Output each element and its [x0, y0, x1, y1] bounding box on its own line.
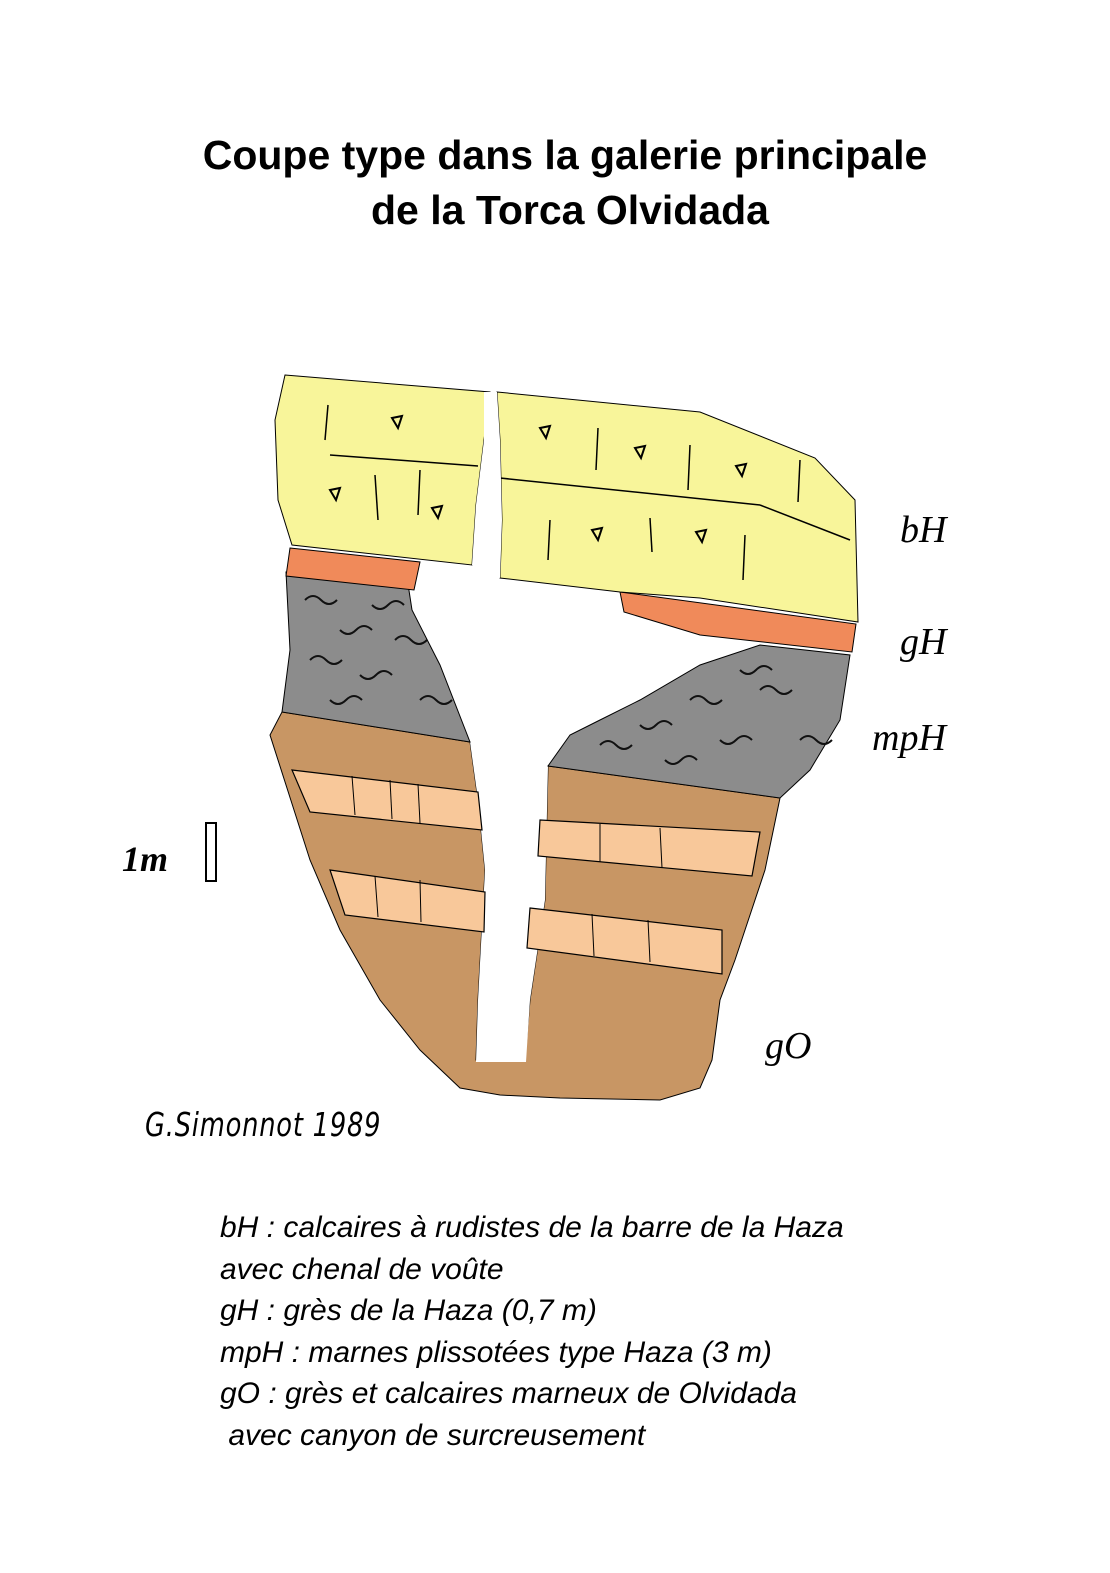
- legend-line: gH : grès de la Haza (0,7 m): [220, 1294, 597, 1327]
- layer-mph-right: [547, 644, 851, 799]
- vault-channel: [472, 392, 502, 578]
- legend-line: gO : grès et calcaires marneux de Olvida…: [220, 1377, 797, 1410]
- right-band-lower: [526, 907, 723, 975]
- diagram-title-line-1: Coupe type dans la galerie principale: [202, 132, 928, 178]
- author-signature: G.Simonnot 1989: [145, 1105, 382, 1144]
- limestone-joints: [324, 404, 851, 581]
- layer-label-gh: gH: [900, 621, 947, 663]
- legend-line: avec canyon de surcreusement: [220, 1418, 646, 1452]
- marl-texture: [304, 595, 833, 765]
- left-band-lower: [329, 869, 486, 933]
- canyon: [470, 742, 548, 1062]
- rudist-symbols: [328, 414, 748, 545]
- band-joints: [351, 775, 663, 963]
- scale-label: 1m: [122, 839, 169, 879]
- legend-line: bH : calcaires à rudistes de la barre de…: [220, 1211, 844, 1244]
- left-band-upper: [291, 769, 483, 831]
- diagram-title-line-2: de la Torca Olvidada: [371, 187, 769, 233]
- scale-bar: [205, 822, 217, 882]
- layer-gh-left: [285, 547, 421, 591]
- layer-gh-right: [619, 591, 857, 653]
- legend-line: avec chenal de voûte: [220, 1252, 504, 1286]
- layer-label-mph: mpH: [872, 717, 946, 759]
- legend: bH : calcaires à rudistes de la barre de…: [220, 1207, 844, 1456]
- layer-label-bh: bH: [900, 509, 947, 551]
- layer-label-go: gO: [765, 1025, 812, 1067]
- right-band-upper: [537, 819, 761, 877]
- layer-bh-right: [496, 391, 859, 623]
- legend-line: mpH : marnes plissotées type Haza (3 m): [220, 1335, 772, 1369]
- layer-bh-left: [274, 374, 491, 566]
